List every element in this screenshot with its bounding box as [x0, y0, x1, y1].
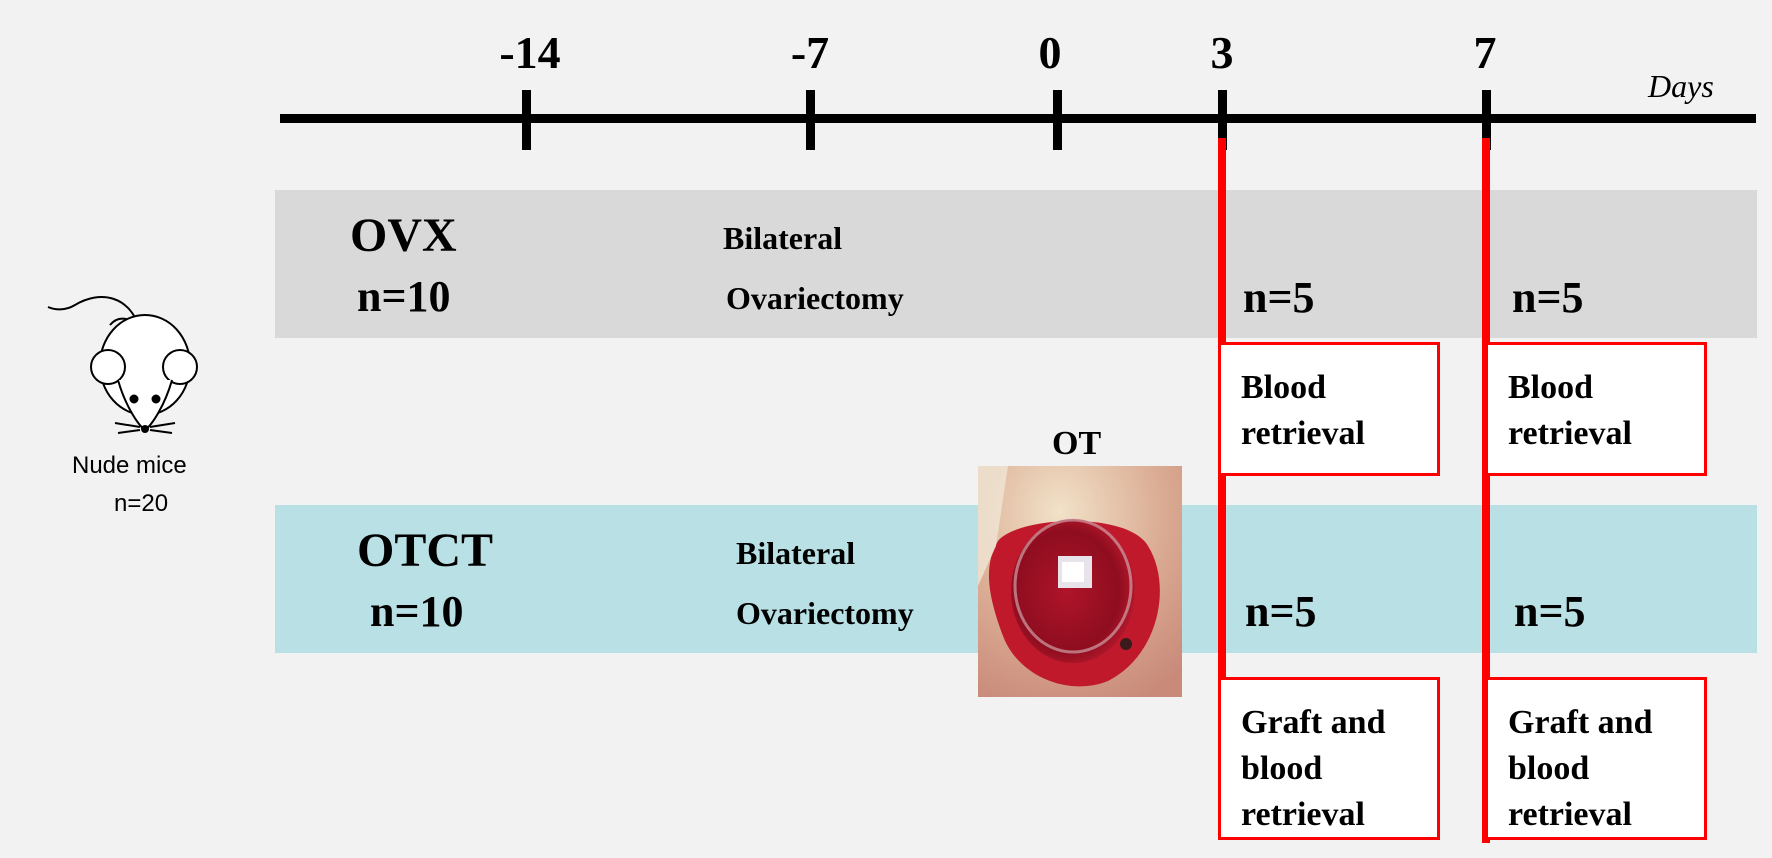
tick-label-minus14: -14 — [499, 27, 561, 78]
graft-photo — [978, 466, 1182, 697]
ovx-day3-retrieval-box: Blood retrieval — [1218, 342, 1440, 476]
box-line: Graft and — [1241, 704, 1386, 741]
ovx-day7-n: n=5 — [1512, 273, 1584, 322]
tick-label-7: 7 — [1473, 27, 1497, 78]
mouse-icon — [40, 285, 230, 445]
tick-mark-minus7 — [806, 90, 815, 150]
tick-mark-minus14 — [522, 90, 531, 150]
otct-day3-n: n=5 — [1245, 587, 1317, 636]
timeline-axis — [280, 114, 1756, 123]
box-line: retrieval — [1508, 796, 1632, 833]
ot-label: OT — [1052, 425, 1102, 462]
otct-day3-retrieval-box: Graft and blood retrieval — [1218, 677, 1440, 840]
box-line: blood — [1241, 750, 1323, 787]
box-line: Blood — [1508, 369, 1594, 406]
ovx-group-n: n=10 — [357, 272, 451, 321]
otct-procedure-line2: Ovariectomy — [736, 595, 914, 631]
box-line: Blood — [1241, 369, 1327, 406]
tick-mark-7 — [1482, 90, 1491, 150]
tick-label-3: 3 — [1210, 27, 1234, 78]
axis-unit-label: Days — [1648, 68, 1714, 104]
tick-mark-0 — [1053, 90, 1062, 150]
day3-sampling-line — [1218, 138, 1226, 838]
ovx-group-name: OVX — [350, 209, 457, 262]
ovx-procedure-line1: Bilateral — [723, 220, 843, 256]
mouse-n: n=20 — [114, 490, 169, 517]
ovx-band — [275, 190, 1757, 338]
tick-mark-3 — [1218, 90, 1227, 150]
box-line: retrieval — [1241, 415, 1365, 452]
box-line: blood — [1508, 750, 1590, 787]
otct-day7-retrieval-box: Graft and blood retrieval — [1485, 677, 1707, 840]
ovx-day3-n: n=5 — [1243, 273, 1315, 322]
tick-label-0: 0 — [1038, 27, 1062, 78]
otct-group-name: OTCT — [357, 524, 494, 577]
day7-sampling-line — [1482, 138, 1490, 843]
ovx-day7-retrieval-box: Blood retrieval — [1485, 342, 1707, 476]
box-line: Graft and — [1508, 704, 1653, 741]
otct-group-n: n=10 — [370, 587, 464, 636]
tick-label-minus7: -7 — [790, 27, 830, 78]
box-line: retrieval — [1508, 415, 1632, 452]
otct-day7-n: n=5 — [1514, 587, 1586, 636]
otct-procedure-line1: Bilateral — [736, 535, 856, 571]
mouse-label: Nude mice — [72, 452, 187, 479]
box-line: retrieval — [1241, 796, 1365, 833]
ovx-procedure-line2: Ovariectomy — [726, 280, 904, 316]
graft-photo-image — [978, 466, 1182, 697]
